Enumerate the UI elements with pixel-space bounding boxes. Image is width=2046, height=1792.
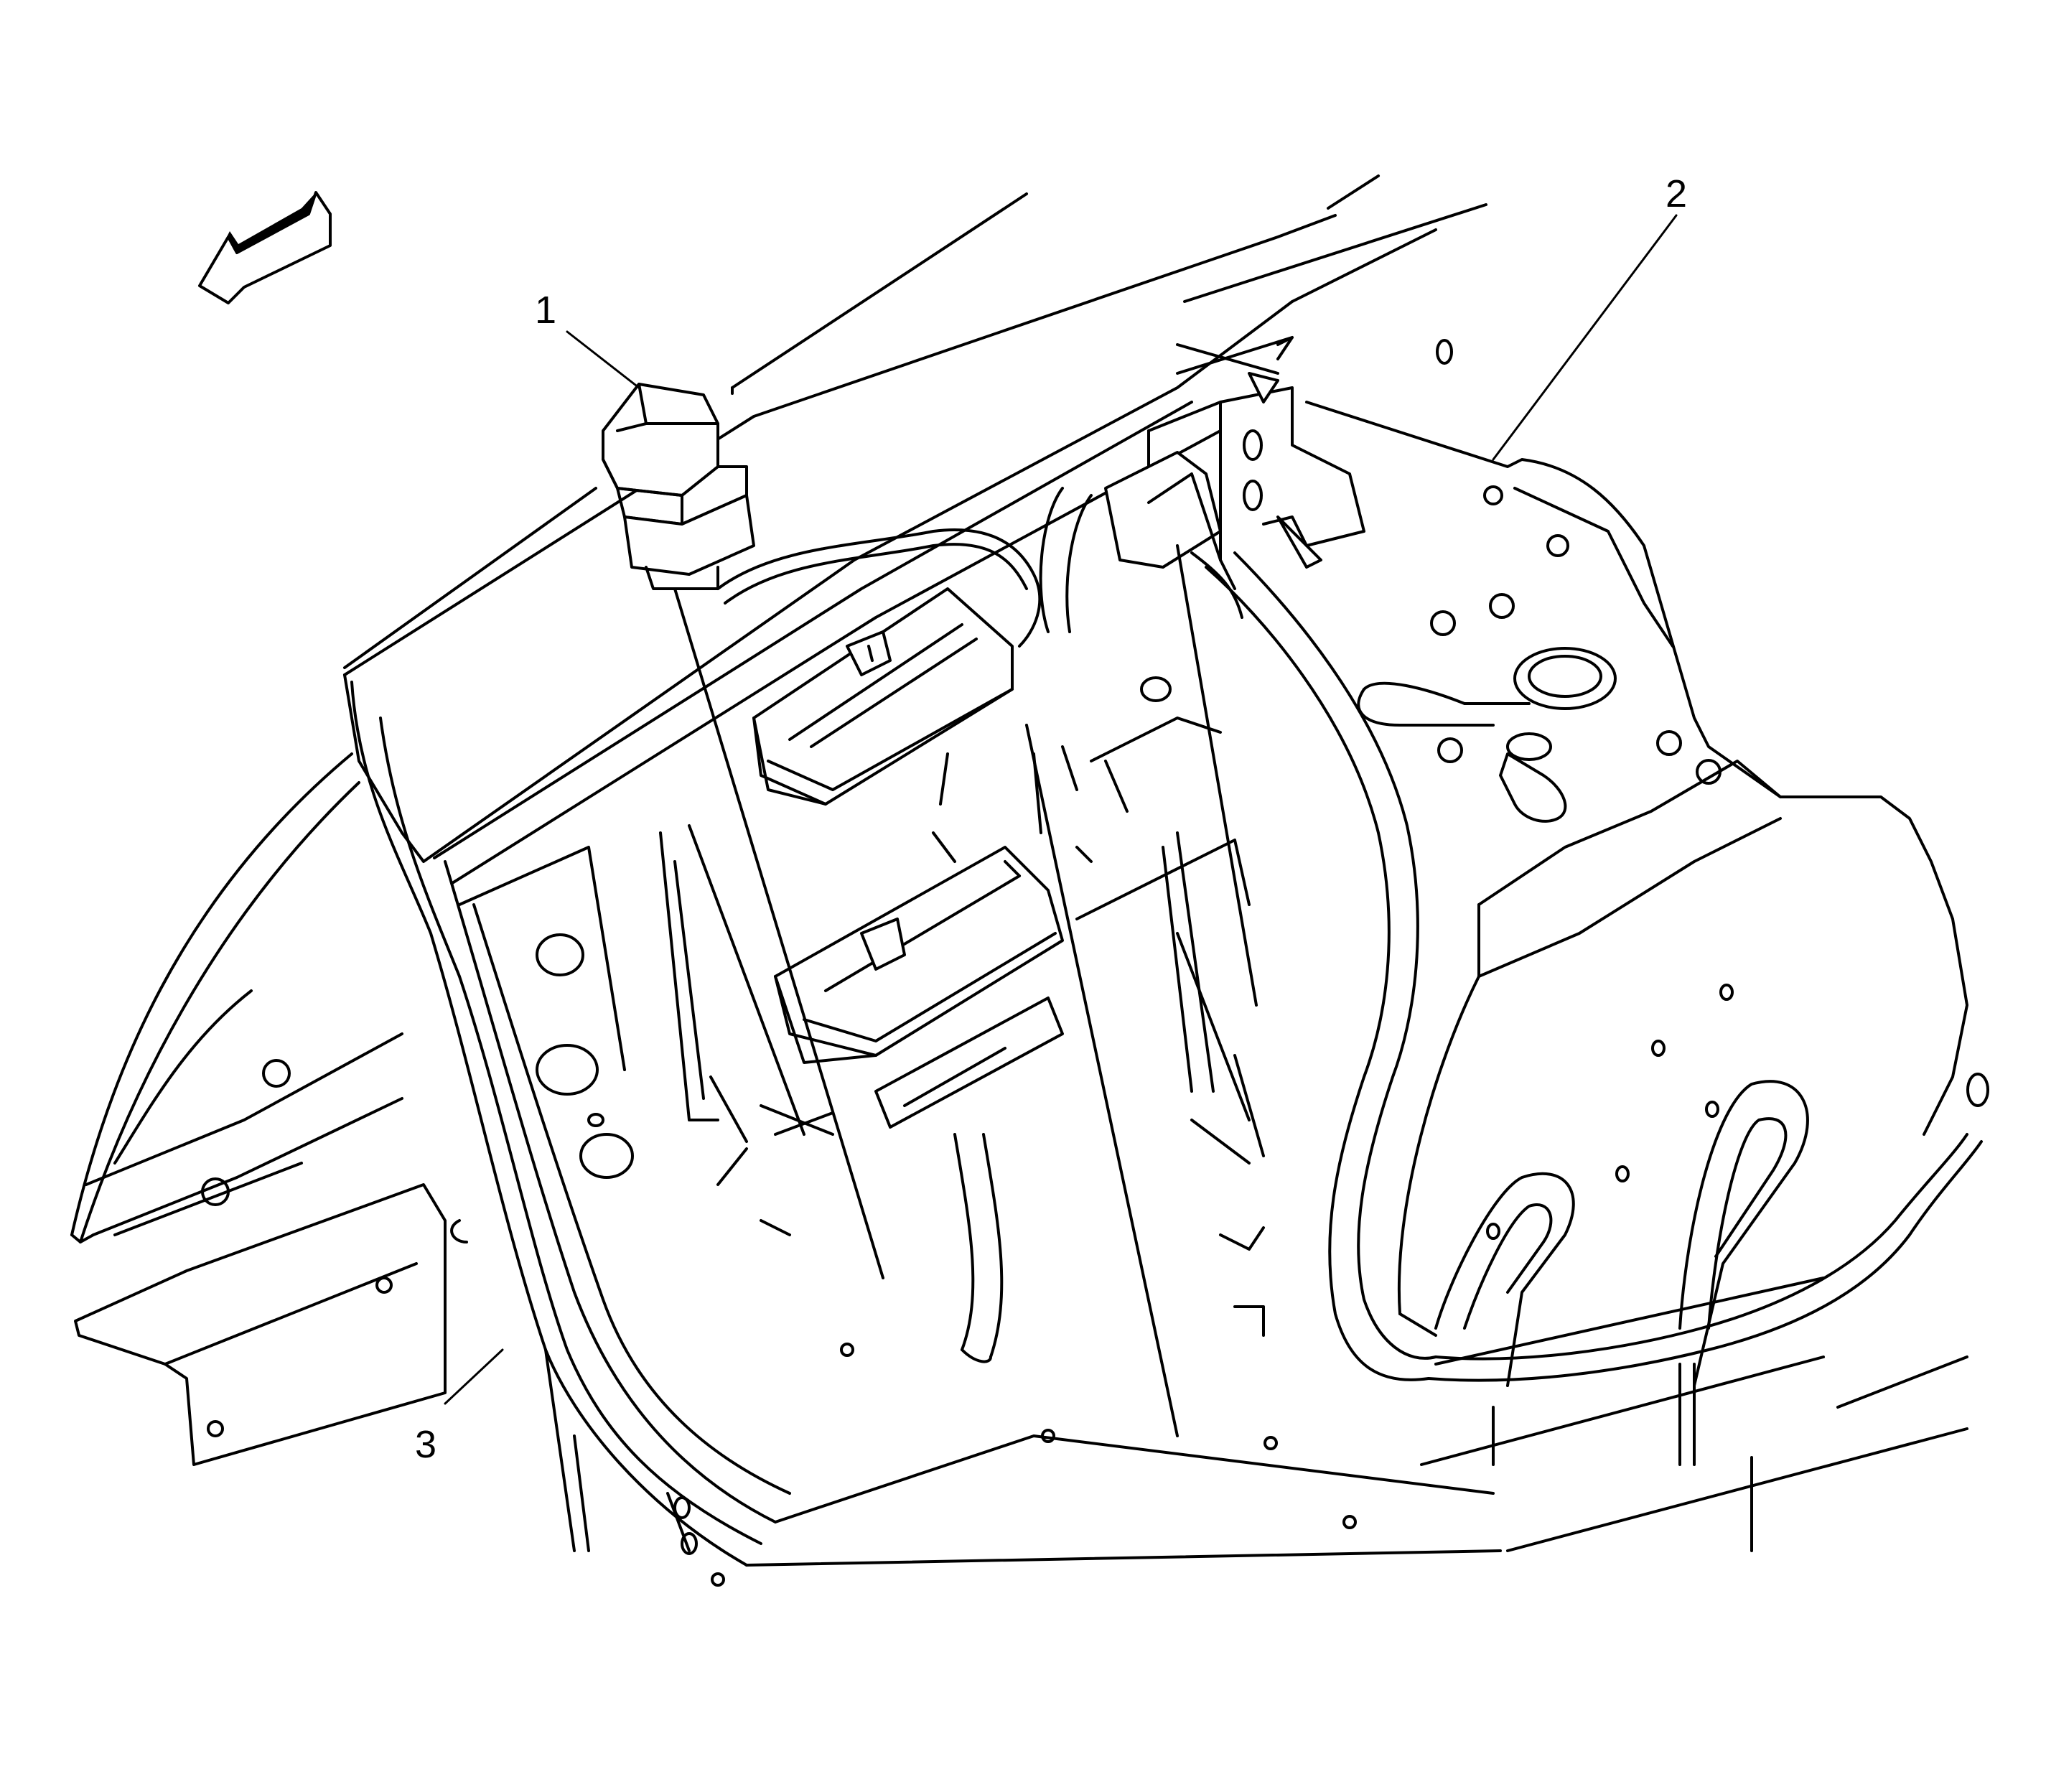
tank-straps xyxy=(1420,1080,1968,1552)
guide-lines xyxy=(673,544,1258,1437)
pillar-area xyxy=(458,846,698,1555)
callout-2-group: 2 xyxy=(1492,172,1687,461)
callout-1-label: 1 xyxy=(535,289,556,332)
front-arrow-icon xyxy=(198,191,332,304)
callout-3-label: 3 xyxy=(415,1423,436,1466)
callout-3-group: 3 xyxy=(415,1348,504,1466)
inner-apron xyxy=(350,681,1502,1587)
electrical-center xyxy=(659,587,1265,1337)
relay-component xyxy=(602,383,755,590)
fender-panel xyxy=(70,752,403,1243)
harness-connector xyxy=(1104,451,1243,619)
tank-panel xyxy=(1305,339,1989,1337)
body-upper-lines xyxy=(343,174,1487,669)
callout-1-group: 1 xyxy=(535,289,640,389)
wiring-harness xyxy=(716,487,1983,1382)
lower-left-bracket xyxy=(74,1183,447,1466)
callout-2-label: 2 xyxy=(1666,172,1687,215)
